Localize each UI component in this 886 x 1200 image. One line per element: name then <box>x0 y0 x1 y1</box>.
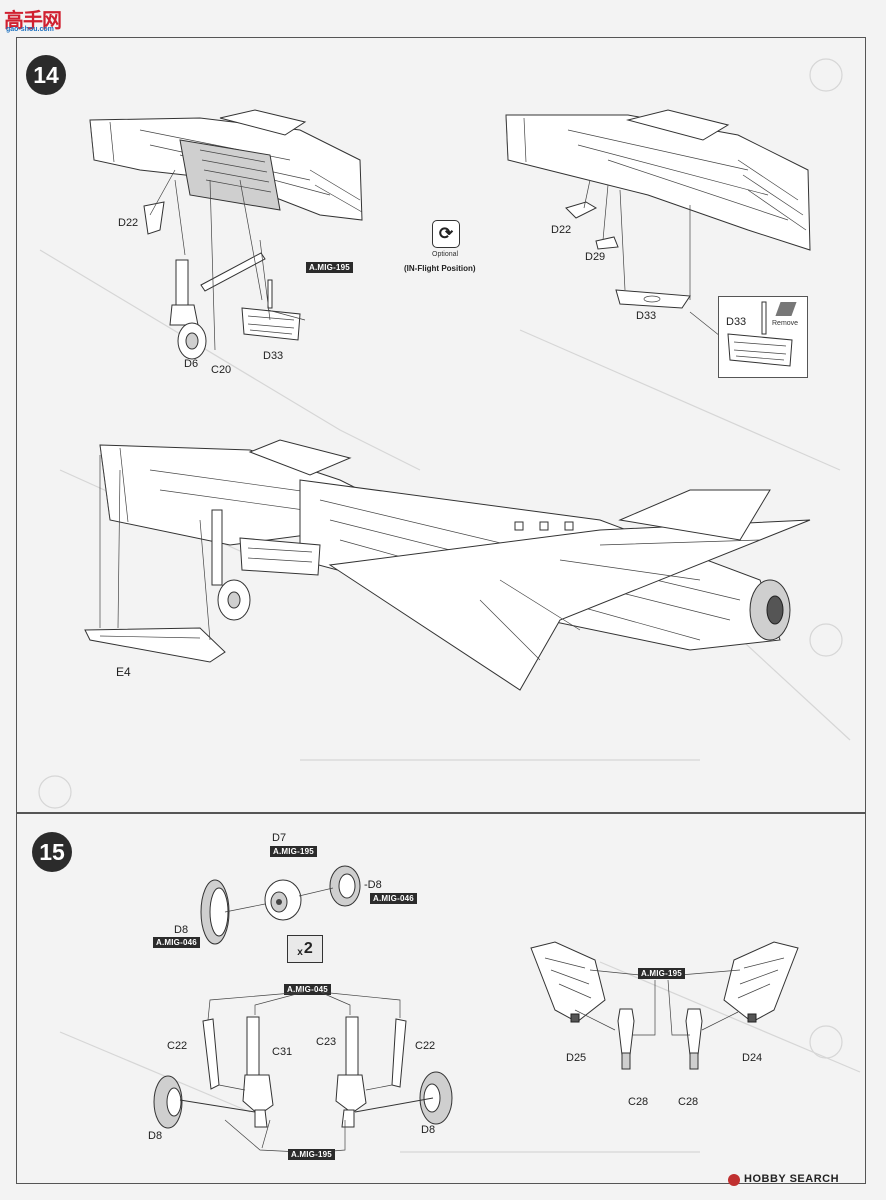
label-c28-right: C28 <box>678 1096 699 1108</box>
paint-doors: A.MIG-195 <box>638 968 685 979</box>
c20-strut <box>200 252 266 292</box>
label-c28-left: C28 <box>628 1096 649 1108</box>
label-d33-inset: D33 <box>726 316 747 328</box>
gear-door-d24 <box>723 941 799 1023</box>
step15-ghost-bleedthrough <box>59 961 861 1153</box>
paint-struts: A.MIG-045 <box>284 984 331 995</box>
label-d8-bottom-left: D8 <box>148 1130 163 1142</box>
x2-value: 2 <box>303 940 313 957</box>
x2-prefix: x <box>297 946 303 958</box>
d6-nose-gear <box>169 259 207 360</box>
step14-front-fuselage-left <box>89 109 363 221</box>
paint-d33-left: A.MIG-195 <box>306 262 353 273</box>
full-aircraft-view <box>84 439 811 691</box>
remove-label: Remove <box>772 320 799 327</box>
quantity-x2-badge: x 2 <box>287 935 323 963</box>
d22-door-left <box>143 201 165 235</box>
d33-cover-right <box>615 289 691 309</box>
watermark-logo: 高手网 <box>4 10 62 32</box>
label-d8-right: -D8 <box>364 879 382 891</box>
step14-leaders-left <box>149 169 306 351</box>
d22-door-right <box>565 201 598 219</box>
watermark-url: gao-shou.com <box>6 26 54 33</box>
label-c31: C31 <box>272 1046 293 1058</box>
step-15-badge: 15 <box>32 832 72 872</box>
gear-door-d25 <box>530 941 606 1023</box>
label-d6: D6 <box>184 358 199 370</box>
label-d7: D7 <box>272 832 287 844</box>
wheel-d8-bottom-left <box>153 1075 183 1129</box>
main-gear-left <box>202 1016 274 1128</box>
hobby-search-watermark: HOBBY SEARCH <box>744 1173 840 1185</box>
d29-door <box>595 236 619 250</box>
label-d22-left: D22 <box>118 217 139 229</box>
label-d8-bottom-right: D8 <box>421 1124 436 1136</box>
label-c23: C23 <box>316 1036 337 1048</box>
d33-inset-drawing <box>727 301 793 367</box>
label-d8-left: D8 <box>174 924 189 936</box>
label-d33-left: D33 <box>263 350 284 362</box>
actuator-c28-right <box>685 1008 703 1070</box>
label-c22-left: C22 <box>167 1040 188 1052</box>
step14-leaders-right <box>583 179 726 341</box>
step14-front-fuselage-right <box>505 109 811 251</box>
label-d29: D29 <box>585 251 606 263</box>
hobby-search-logo-icon <box>728 1174 740 1186</box>
label-c20: C20 <box>211 364 232 376</box>
paint-bottom: A.MIG-195 <box>288 1149 335 1160</box>
paint-d8-left: A.MIG-046 <box>153 937 200 948</box>
step-14-badge: 14 <box>26 55 66 95</box>
label-e4: E4 <box>116 665 131 679</box>
paint-d8-right: A.MIG-046 <box>370 893 417 904</box>
d33-bay-left <box>241 279 301 341</box>
label-d33-right: D33 <box>636 310 657 322</box>
paint-d7: A.MIG-195 <box>270 846 317 857</box>
label-c22-right: C22 <box>415 1040 436 1052</box>
step15-frame <box>16 812 866 1184</box>
wheel-exploded-assembly <box>200 865 361 945</box>
rotate-icon: ⟳ <box>432 220 460 248</box>
actuator-c28-left <box>617 1008 635 1070</box>
label-d24: D24 <box>742 1052 763 1064</box>
optional-label: Optional <box>432 251 459 258</box>
label-d25: D25 <box>566 1052 587 1064</box>
step14-frame <box>16 37 866 814</box>
wheel-d8-bottom-right <box>419 1071 453 1125</box>
in-flight-position-label: (IN-Flight Position) <box>404 264 476 273</box>
label-d22-right: D22 <box>551 224 572 236</box>
